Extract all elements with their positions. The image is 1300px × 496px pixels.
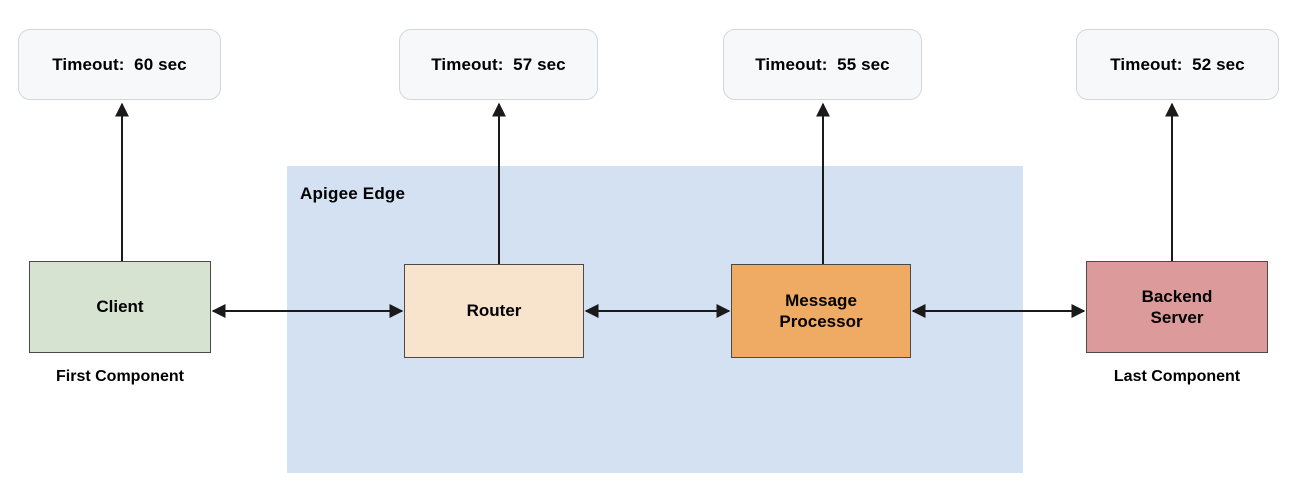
timeout-callout-router-text: Timeout: 57 sec	[431, 54, 566, 74]
timeout-callout-client: Timeout: 60 sec	[18, 29, 221, 100]
timeout-callout-router: Timeout: 57 sec	[399, 29, 598, 100]
component-box-router: Router	[404, 264, 584, 358]
timeout-callout-message-processor: Timeout: 55 sec	[723, 29, 922, 100]
component-label-backend-server: Backend Server	[1141, 286, 1213, 327]
component-label-router: Router	[466, 301, 522, 321]
first-component-caption: First Component	[56, 368, 184, 385]
timeout-callout-backend: Timeout: 52 sec	[1076, 29, 1279, 100]
timeout-callout-backend-text: Timeout: 52 sec	[1110, 54, 1245, 74]
component-box-message-processor: Message Processor	[731, 264, 911, 358]
apigee-edge-region	[287, 166, 1023, 473]
last-component-caption: Last Component	[1113, 368, 1241, 385]
component-label-client: Client	[96, 297, 144, 317]
timeout-callout-client-text: Timeout: 60 sec	[52, 54, 187, 74]
component-label-message-processor: Message Processor	[779, 290, 863, 331]
component-box-client: Client	[29, 261, 211, 353]
component-box-backend-server: Backend Server	[1086, 261, 1268, 353]
timeout-callout-message-processor-text: Timeout: 55 sec	[755, 54, 890, 74]
apigee-edge-label: Apigee Edge	[300, 184, 406, 203]
